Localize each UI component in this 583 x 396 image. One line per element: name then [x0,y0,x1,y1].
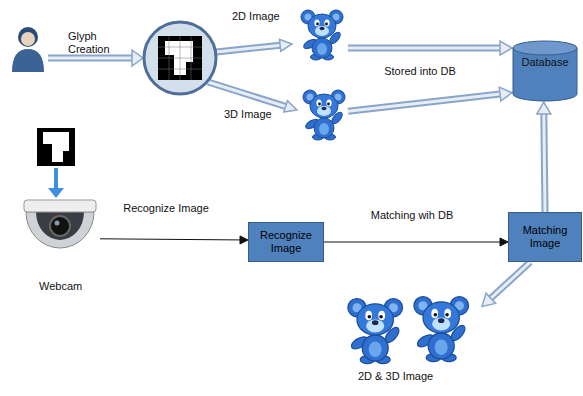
hollow-arrow [537,102,551,212]
bear-result-3d [414,297,469,362]
glyph-circle-part [158,36,202,80]
hollow-arrow-part [132,50,143,66]
hollow-arrow-part [208,82,286,106]
cylinder-outline [512,40,578,102]
hollow-arrow-part [48,55,132,62]
arrow-shaft [491,262,530,298]
edge-label: Stored into DB [382,65,458,78]
hollow-arrow-part [280,39,293,51]
webcam-icon-part [36,212,84,240]
node-label: Matching Image [514,224,576,250]
webcam-icon-part [24,200,96,212]
database-cylinder: Database [512,40,578,102]
hollow-arrow-part [48,57,133,60]
arrow-shaft [544,114,545,212]
bear-3d [303,90,345,140]
arrow-head [500,41,512,55]
hollow-arrow-part [284,101,297,112]
webcam-node: Webcam [20,198,100,300]
arrow-shaft [348,47,500,50]
person-icon [12,27,44,72]
hollow-arrow [482,262,530,306]
arrow-shaft [324,242,500,243]
image-node: 3D Image [222,86,348,142]
hollow-arrow [216,39,292,52]
arrow-head [482,293,496,306]
cylinder-body [513,48,577,101]
bear-result-2d [348,299,403,364]
webcam-icon-part [55,221,60,226]
hollow-arrow [348,41,512,55]
arrow-line [324,238,508,246]
arrow-shaft [348,45,500,52]
hollow-arrow-part [216,45,280,52]
glyph-circle-part [158,36,202,80]
node-label: Database [521,56,568,69]
image-node: 2D & 3D Image [338,292,482,388]
blue-arrow [48,168,64,198]
hollow-arrow-part [216,45,281,52]
blue-arrow-part [54,168,58,189]
glyph-card [37,128,75,166]
arrow-head [500,238,508,246]
cylinder-top [513,41,577,55]
glyph-circle-part [144,22,216,94]
person-icon-part [21,32,35,46]
blue-arrow-part [48,188,64,198]
node-heading: 3D Image [224,108,272,121]
arrow-head [240,236,248,244]
edge-label: Recognize Image [121,203,211,216]
process-box: Matching Image [508,212,582,262]
arrow-head [537,102,551,114]
person-icon-part [18,27,38,47]
image-node: 2D Image [232,6,348,62]
glyph-card-part [43,132,69,162]
webcam-icon [24,200,96,248]
hollow-arrow [208,82,297,112]
arrow-shaft [491,262,530,298]
bear-2d [301,10,343,60]
node-heading: Webcam [39,280,82,293]
person-icon-part [12,49,44,72]
hollow-arrow [348,87,512,111]
arrow-shaft [348,94,500,111]
edge-label: Matching wih DB [369,209,456,222]
note-label: Glyph Creation [66,30,118,56]
webcam-icon-part [50,216,70,236]
arrow-head [499,87,512,101]
node-label: Recognize Image [254,229,318,255]
arrow-shaft [100,239,240,240]
arrow-shaft [544,114,545,212]
glyph-card-part [37,128,75,166]
arrow-line [100,236,248,244]
glyph-circle [144,22,216,94]
hollow-arrow-part [208,82,287,107]
node-heading: 2D Image [232,10,280,23]
process-box: Recognize Image [248,222,324,262]
arrow-shaft [348,94,500,111]
webcam-icon-part [26,212,94,248]
node-heading: 2D & 3D Image [358,370,433,383]
